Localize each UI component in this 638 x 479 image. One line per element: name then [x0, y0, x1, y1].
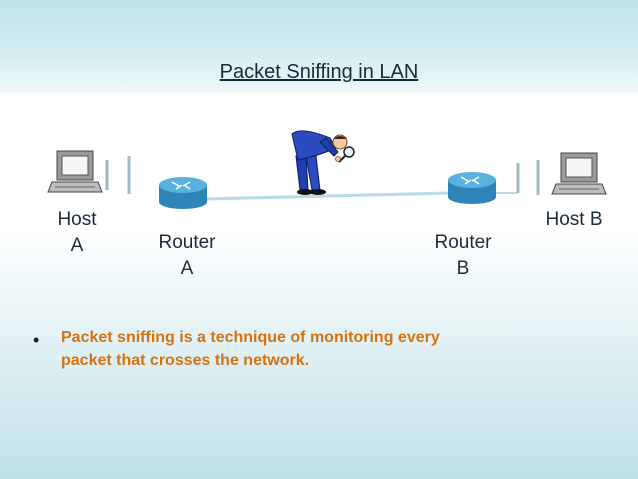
host-b-computer-icon — [516, 152, 607, 195]
router-a-label-line2: A — [180, 258, 194, 279]
router-b-label-line2: B — [456, 258, 470, 279]
router-b-label-line1: Router — [434, 232, 492, 253]
host-a-label-line1: Host — [57, 209, 97, 230]
bullet-marker: • — [33, 330, 40, 350]
router-a-icon — [159, 177, 207, 209]
bullet-text: Packet sniffing is a technique of monito… — [61, 329, 440, 369]
host-a-label: Host A — [50, 207, 104, 259]
host-a-computer-icon — [47, 150, 131, 194]
host-a-label-line2: A — [70, 235, 84, 256]
sniffer-figure-icon — [291, 130, 355, 195]
router-a-label: Router A — [148, 230, 226, 282]
network-link-line — [205, 191, 451, 201]
router-b-icon — [448, 172, 496, 204]
router-b-label: Router B — [424, 230, 502, 282]
title-band — [0, 0, 638, 93]
router-a-label-line1: Router — [158, 232, 216, 253]
slide-title: Packet Sniffing in LAN — [219, 61, 419, 83]
host-b-label: Host B — [545, 209, 603, 230]
